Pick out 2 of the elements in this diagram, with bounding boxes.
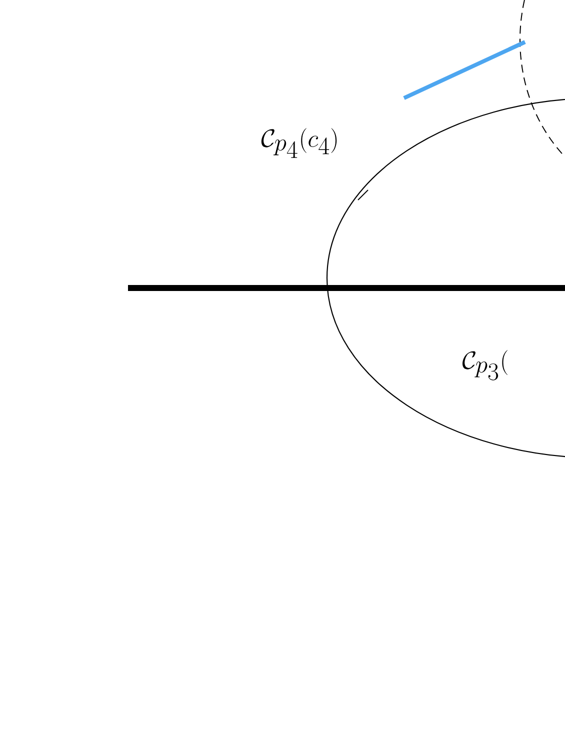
math-label: $\mathcal{C}_{p_3}($ (462, 350, 508, 380)
math-label: $\mathcal{C}_{p_4}(c_4)$ (261, 128, 337, 158)
